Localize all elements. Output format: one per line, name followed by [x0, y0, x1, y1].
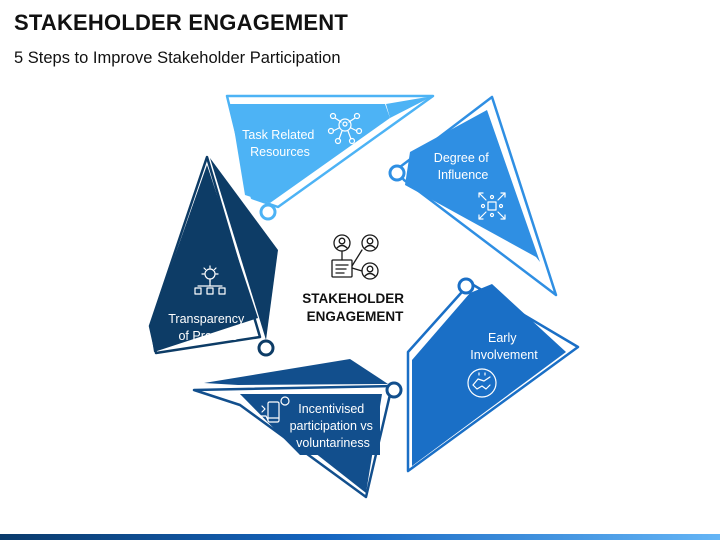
step-label: Transparency of Process: [168, 312, 247, 343]
step-connector-dot: [457, 277, 475, 295]
step-connector-dot: [388, 164, 406, 182]
influence-puzzle-icon: [478, 192, 506, 220]
stakeholder-network-icon: [331, 234, 379, 280]
bottom-accent-bar: [0, 534, 720, 540]
page-title: STAKEHOLDER ENGAGEMENT: [14, 10, 349, 35]
step-task-related-resources: Task Related Resources: [225, 94, 435, 221]
step-transparency-of-process: Transparency of Process: [148, 155, 278, 357]
process-gear-icon: [194, 265, 226, 295]
page-subtitle: 5 Steps to Improve Stakeholder Participa…: [14, 49, 341, 67]
step-label: Incentivised participation vs voluntarin…: [290, 402, 377, 450]
resources-network-icon: [327, 112, 363, 145]
step-connector-dot: [257, 339, 275, 357]
step-connector-dot: [259, 203, 277, 221]
handshake-icon: [467, 368, 497, 398]
step-label: Degree of Influence: [434, 151, 492, 182]
step-early-involvement: Early Involvement: [406, 277, 580, 473]
step-label: Task Related Resources: [242, 128, 318, 159]
step-degree-of-influence: Degree of Influence: [388, 95, 558, 297]
step-connector-dot: [385, 381, 403, 399]
incentive-device-icon: [260, 396, 290, 423]
step-incentivised-participation: Incentivised participation vs voluntarin…: [192, 359, 403, 499]
step-label: Early Involvement: [470, 331, 538, 362]
center-label: STAKEHOLDER ENGAGEMENT: [302, 291, 408, 324]
center-stakeholder-engagement: STAKEHOLDER ENGAGEMENT: [302, 234, 408, 324]
